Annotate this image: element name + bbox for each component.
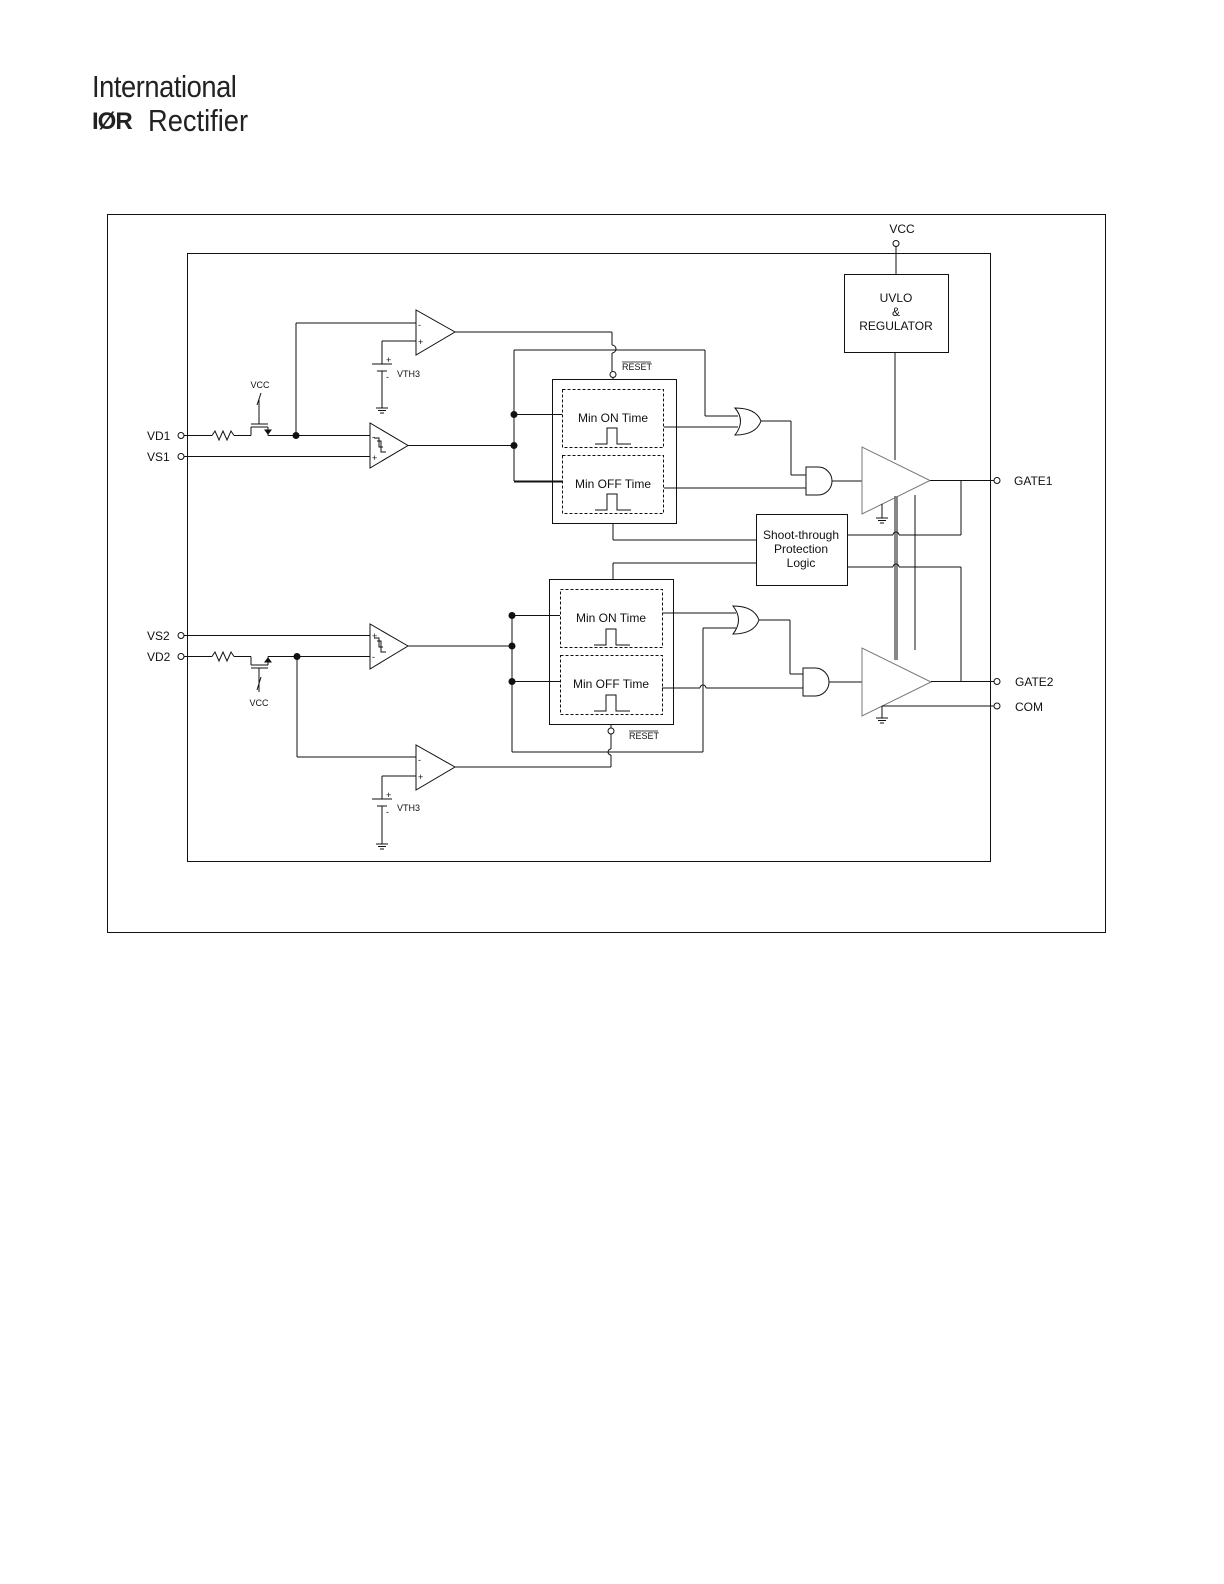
uvlo-regulator-block	[844, 274, 949, 353]
gate2-label: GATE2	[1015, 675, 1054, 689]
gate1-pin	[993, 477, 1001, 484]
logo-rectifier: Rectifier	[148, 103, 249, 138]
gate2-pin	[993, 678, 1001, 685]
vd2-label: VD2	[147, 650, 171, 664]
shoot-through-label-2: Protection	[774, 542, 828, 556]
logo: International IØR Rectifier	[92, 70, 256, 138]
hysteresis-comparator-top	[369, 422, 409, 469]
comp-bottom-plus: +	[418, 772, 423, 782]
min-on-time-top-label: Min ON Time	[578, 411, 648, 425]
or-gate-bottom	[731, 605, 760, 635]
vcc-top-label: VCC	[889, 222, 915, 236]
comp-top-plus: +	[418, 337, 423, 347]
timer-block-top	[552, 379, 677, 524]
reset-top-label: RESET	[622, 362, 653, 372]
hyst-top-plus: +	[372, 453, 377, 463]
vd1-pin	[177, 432, 185, 439]
reset-bottom-label: RESET	[629, 731, 660, 741]
amp-label: &	[892, 305, 900, 319]
comparator-vth3-top	[415, 309, 457, 356]
vth3-bottom-plus: +	[386, 790, 391, 800]
comp-top-minus: -	[418, 320, 421, 330]
gate-driver-bottom	[861, 647, 933, 717]
gate1-label: GATE1	[1014, 474, 1053, 488]
vth3-top-plus: +	[386, 355, 391, 365]
com-label: COM	[1015, 700, 1043, 714]
min-off-time-top-label: Min OFF Time	[575, 477, 651, 491]
vd1-label: VD1	[147, 429, 171, 443]
logo-ior-mark: IØR	[92, 108, 133, 135]
vs2-pin	[177, 632, 185, 639]
hysteresis-comparator-bottom	[369, 623, 409, 670]
uvlo-label: UVLO	[880, 291, 913, 305]
vd2-resistor	[211, 650, 235, 663]
comparator-vth3-bottom	[415, 744, 457, 791]
shoot-through-label-1: Shoot-through	[763, 528, 839, 542]
and-gate-bottom	[802, 667, 830, 697]
hyst-top-minus: -	[372, 432, 375, 442]
ic-boundary	[187, 253, 991, 862]
min-off-time-bottom-label: Min OFF Time	[573, 677, 649, 691]
vs1-pin	[177, 453, 185, 460]
vcc-pin	[892, 240, 900, 247]
vd1-resistor	[211, 429, 235, 442]
and-gate-top	[805, 466, 833, 496]
reset-bottom-bubble	[607, 727, 615, 735]
vcc-mosfet-bottom-label: VCC	[249, 698, 269, 708]
vth3-top-label: VTH3	[397, 369, 420, 379]
reset-top-bubble	[609, 371, 617, 378]
min-on-time-bottom-label: Min ON Time	[576, 611, 646, 625]
or-gate-top	[733, 407, 762, 436]
timer-block-bottom	[549, 579, 674, 725]
vth3-bottom-label: VTH3	[397, 803, 420, 813]
logo-international: International	[92, 69, 237, 104]
shoot-through-label-3: Logic	[787, 556, 816, 570]
min-off-time-top	[562, 455, 664, 514]
vth3-top-minus: -	[386, 372, 389, 382]
comp-bottom-minus: -	[418, 755, 421, 765]
vs2-label: VS2	[147, 629, 170, 643]
gate-driver-top	[861, 446, 932, 515]
min-on-time-top	[562, 389, 664, 448]
min-off-time-bottom	[560, 655, 663, 715]
vth3-bottom-minus: -	[386, 807, 389, 817]
hyst-bottom-minus: -	[372, 652, 375, 662]
hyst-bottom-plus: +	[372, 631, 377, 641]
com-pin	[993, 702, 1001, 710]
min-on-time-bottom	[560, 589, 663, 648]
vcc-mosfet-top-label: VCC	[250, 380, 270, 390]
vs1-label: VS1	[147, 450, 170, 464]
vd2-pin	[177, 653, 185, 660]
regulator-label: REGULATOR	[859, 319, 933, 333]
outer-frame	[107, 214, 1106, 933]
shoot-through-protection-block	[756, 514, 848, 586]
